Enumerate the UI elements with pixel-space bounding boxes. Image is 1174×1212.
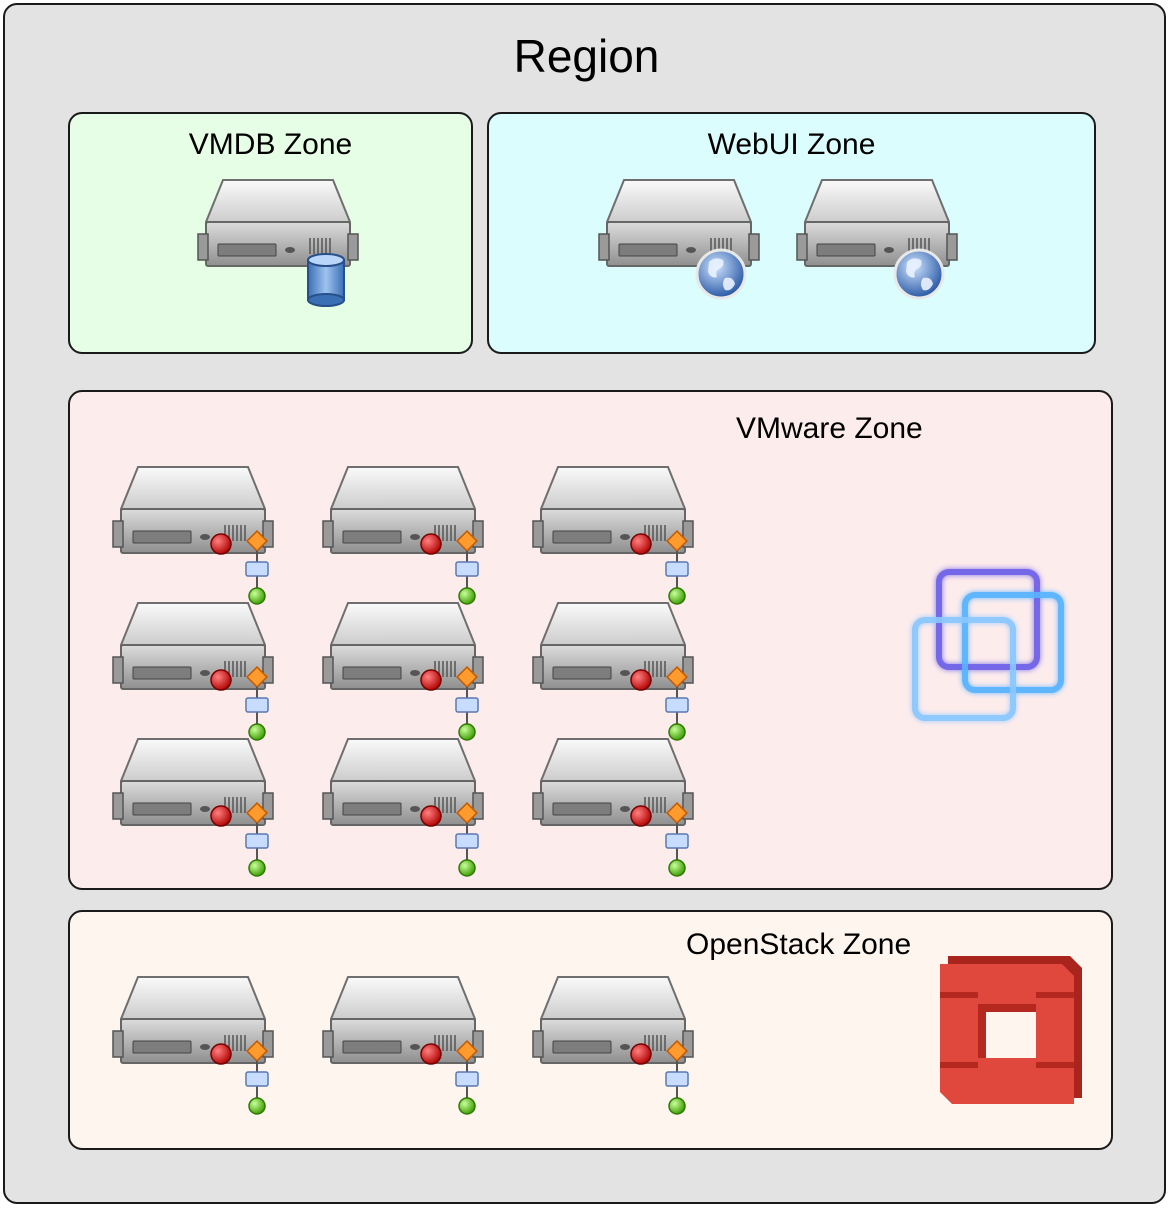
openstack-zone: OpenStack Zone xyxy=(68,910,1113,1150)
server-worker-icon xyxy=(322,601,493,751)
openstack-logo-icon xyxy=(930,950,1090,1115)
server-worker-icon xyxy=(112,737,283,887)
openstack-zone-title: OpenStack Zone xyxy=(686,928,912,961)
server-worker-icon xyxy=(322,975,493,1125)
vmware-logo-icon xyxy=(905,562,1075,737)
vmdb-zone: VMDB Zone xyxy=(68,112,473,354)
server-worker-icon xyxy=(532,975,703,1125)
database-icon xyxy=(307,253,345,307)
server-worker-icon xyxy=(532,465,703,615)
server-worker-icon xyxy=(322,465,493,615)
server-worker-icon xyxy=(112,601,283,751)
webui-zone: WebUI Zone xyxy=(487,112,1096,354)
region-container: Region VMDB Zone WebUI Zone xyxy=(3,3,1166,1204)
server-worker-icon xyxy=(322,737,493,887)
server-database-icon xyxy=(197,178,368,328)
server-worker-icon xyxy=(112,975,283,1125)
globe-icon xyxy=(893,248,945,300)
server-worker-icon xyxy=(532,737,703,887)
server-globe-icon xyxy=(598,178,769,328)
server-worker-icon xyxy=(112,465,283,615)
webui-zone-title: WebUI Zone xyxy=(707,128,876,161)
region-title: Region xyxy=(513,30,660,82)
vmware-zone-title: VMware Zone xyxy=(736,412,923,445)
globe-icon xyxy=(695,248,747,300)
vmware-zone: VMware Zone xyxy=(68,390,1113,890)
server-worker-icon xyxy=(532,601,703,751)
vmdb-zone-title: VMDB Zone xyxy=(188,128,353,161)
server-globe-icon xyxy=(796,178,967,328)
